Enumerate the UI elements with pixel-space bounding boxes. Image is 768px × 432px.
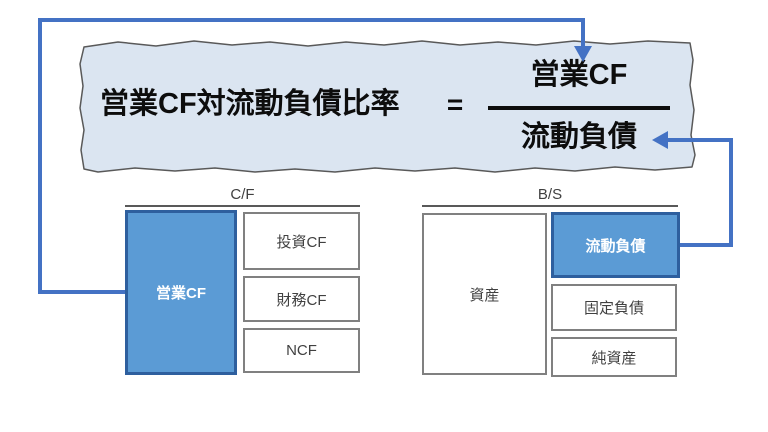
cf-title-underline bbox=[125, 205, 360, 207]
net-assets-box: 純資産 bbox=[551, 337, 677, 377]
bs-title-underline bbox=[422, 205, 678, 207]
equals-sign: = bbox=[446, 89, 464, 120]
fraction-bar bbox=[488, 106, 670, 110]
ncf-box: NCF bbox=[243, 328, 360, 373]
formula-numerator: 営業CF bbox=[530, 59, 628, 91]
cf-section-title: C/F bbox=[230, 186, 255, 203]
financing-cf-box: 財務CF bbox=[243, 276, 360, 322]
current-liabilities-box: 流動負債 bbox=[551, 212, 680, 278]
investing-cf-box: 投資CF bbox=[243, 212, 360, 270]
formula-denominator: 流動負債 bbox=[520, 121, 637, 153]
fixed-liabilities-box: 固定負債 bbox=[551, 284, 677, 331]
formula-title: 営業CF対流動負債比率 bbox=[100, 88, 400, 120]
operating-cf-box: 営業CF bbox=[125, 210, 237, 375]
bs-section-title: B/S bbox=[537, 186, 563, 203]
assets-box: 資産 bbox=[422, 213, 547, 375]
